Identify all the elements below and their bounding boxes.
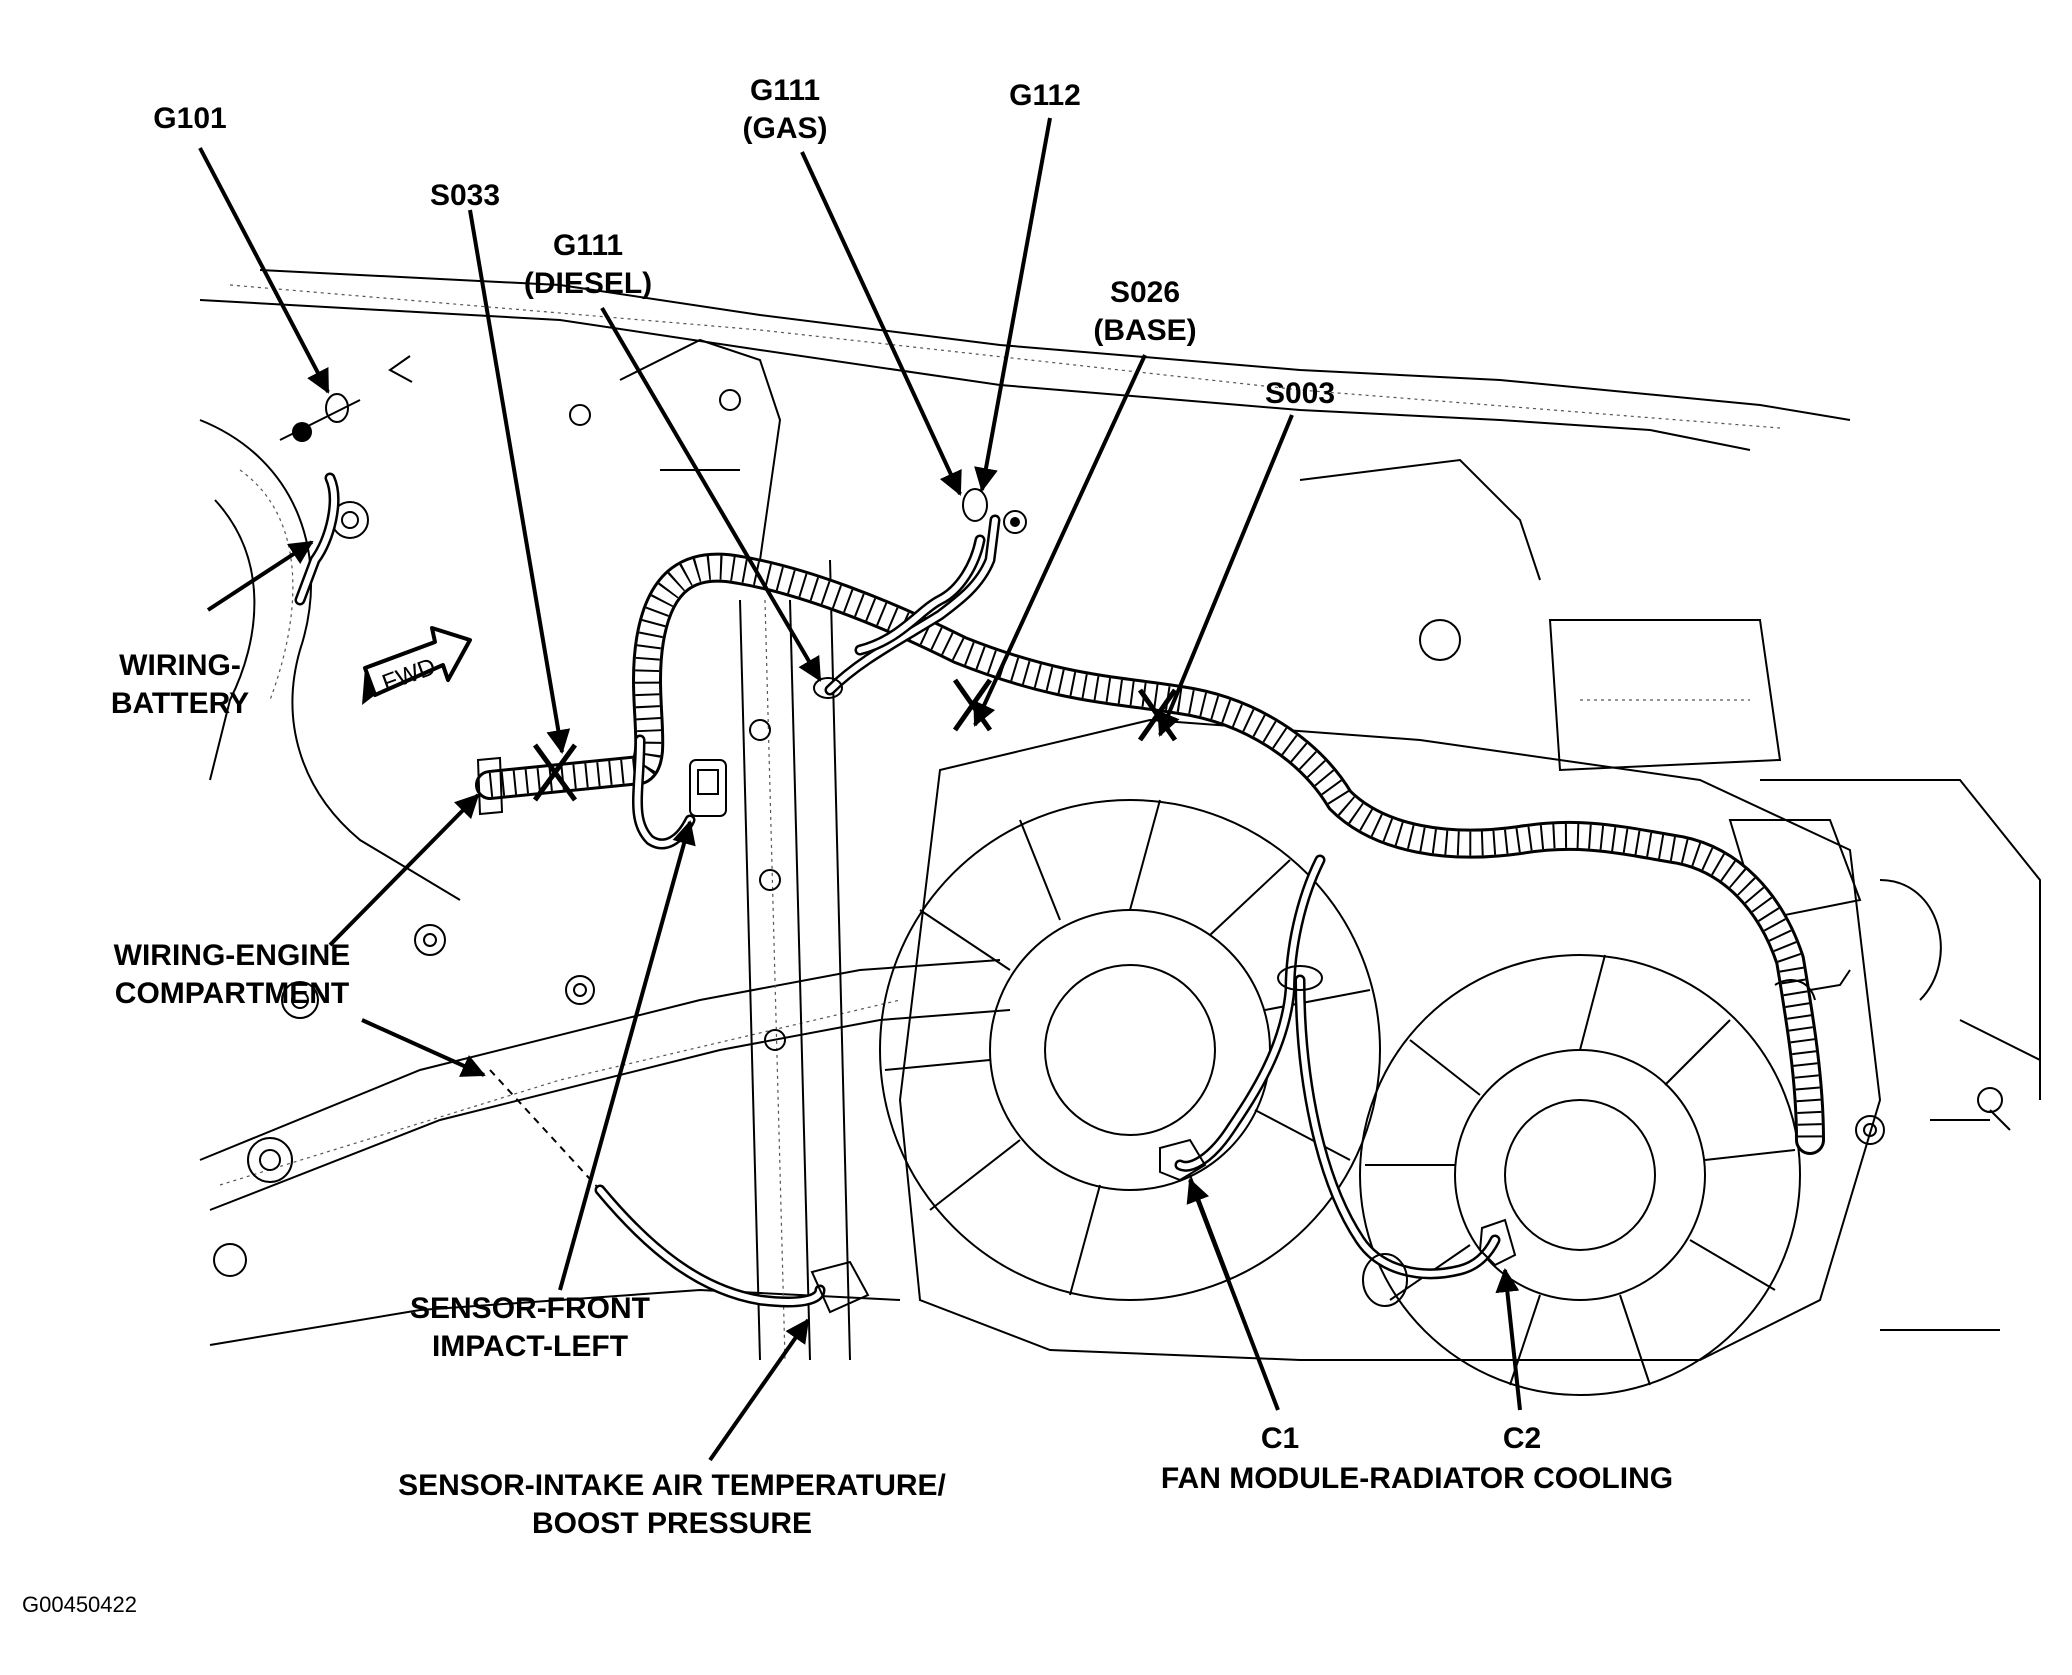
label-c1: C1 (1261, 1422, 1299, 1455)
front-impact-sensor-shape (689, 759, 727, 817)
callout-labels: G101 S033 G111 (DIESEL) G111 (GAS) G112 … (22, 74, 1673, 1617)
figure-id: G00450422 (22, 1592, 137, 1617)
leader-sensor-iat (708, 1318, 810, 1462)
label-g111-gas-line1: G111 (750, 74, 820, 107)
label-sensor-front-line2: IMPACT-LEFT (432, 1330, 628, 1363)
label-sensor-iat-line1: SENSOR-INTAKE AIR TEMPERATURE/ (398, 1469, 946, 1502)
label-s033: S033 (430, 179, 500, 212)
label-s026-line2: (BASE) (1093, 314, 1196, 347)
leader-sensor-front (558, 820, 696, 1291)
c1-connector-shape (1159, 1138, 1207, 1182)
label-c2: C2 (1503, 1422, 1541, 1455)
label-g101: G101 (153, 102, 226, 135)
fwd-arrow: FWD (362, 626, 472, 705)
vehicle-structure-drawing (199, 269, 2041, 1361)
label-g112: G112 (1009, 79, 1081, 112)
leader-wiring-engine-upper (328, 793, 480, 947)
engine-compartment-harness (475, 488, 1851, 1307)
fan-right (1359, 954, 1801, 1396)
label-s026-line1: S026 (1110, 276, 1180, 309)
leader-wiring-battery (206, 540, 314, 612)
leader-wiring-engine-lower (361, 1018, 486, 1077)
leader-c1 (1186, 1178, 1280, 1411)
label-g111-diesel-line1: G111 (553, 229, 623, 262)
battery-wiring-shape (279, 355, 413, 606)
leader-s026 (973, 354, 1147, 727)
leader-s003 (1157, 414, 1294, 737)
iat-sensor-routing (489, 1069, 870, 1314)
leader-c2 (1495, 1268, 1522, 1411)
label-s003: S003 (1265, 377, 1335, 410)
leader-g111-diesel (600, 306, 822, 682)
label-sensor-iat-line2: BOOST PRESSURE (532, 1507, 812, 1540)
label-g111-diesel-line2: (DIESEL) (524, 267, 652, 300)
leader-g111-gas (800, 151, 962, 496)
leader-g101 (198, 147, 330, 394)
label-wiring-battery-line2: BATTERY (111, 687, 249, 720)
leader-g112 (974, 117, 1052, 492)
leader-s033 (468, 209, 571, 754)
splice-s033-mark (532, 743, 578, 802)
label-fan-module: FAN MODULE-RADIATOR COOLING (1161, 1462, 1673, 1495)
leader-arrows (198, 117, 1522, 1462)
label-wiring-engine-line2: COMPARTMENT (115, 977, 349, 1010)
label-sensor-front-line1: SENSOR-FRONT (410, 1292, 650, 1325)
label-wiring-engine-line1: WIRING-ENGINE (114, 939, 351, 972)
c2-connector-shape (1478, 1218, 1517, 1267)
label-g111-gas-line2: (GAS) (743, 112, 828, 145)
label-wiring-battery-line1: WIRING- (119, 649, 241, 682)
